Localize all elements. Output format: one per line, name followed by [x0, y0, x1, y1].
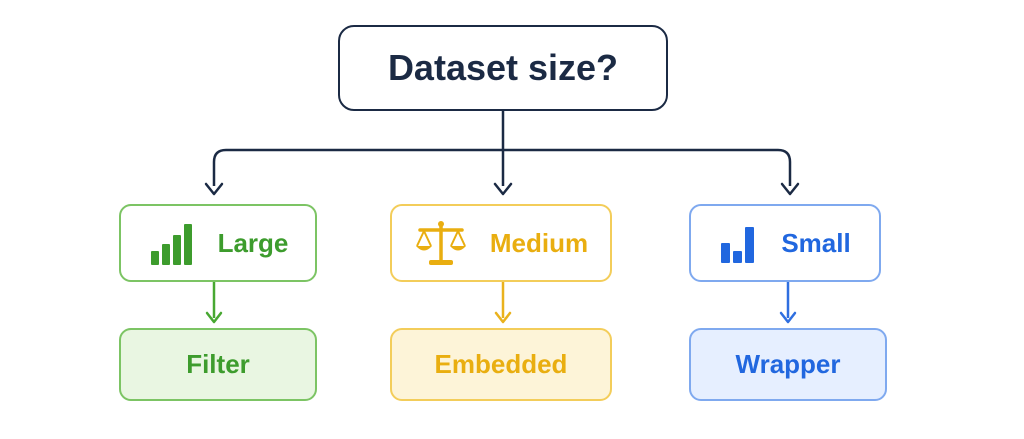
category-small-label: Small	[781, 227, 851, 258]
arrow-to-large	[204, 182, 224, 196]
arrow-to-small	[780, 182, 800, 196]
arrow-large-to-filter-head	[205, 311, 223, 324]
root-question-node: Dataset size?	[338, 25, 668, 111]
category-medium-label: Medium	[489, 227, 589, 258]
bar-chart-icon	[148, 219, 196, 267]
category-small-node: Small	[689, 204, 881, 282]
result-filter-label: Filter	[186, 349, 250, 379]
root-question-label: Dataset size?	[387, 47, 619, 88]
category-large-label: Large	[217, 227, 289, 258]
arrow-small-to-wrapper-head	[779, 311, 797, 324]
balance-scale-icon	[414, 219, 468, 267]
arrow-medium-to-embedded-head	[494, 311, 512, 324]
result-filter-node: Filter	[119, 328, 317, 401]
small-bar-chart-icon	[719, 221, 759, 265]
arrow-to-medium	[493, 182, 513, 196]
result-embedded-node: Embedded	[390, 328, 612, 401]
category-medium-node: Medium	[390, 204, 612, 282]
result-embedded-label: Embedded	[434, 349, 568, 379]
result-wrapper-label: Wrapper	[735, 349, 841, 379]
category-large-node: Large	[119, 204, 317, 282]
result-wrapper-node: Wrapper	[689, 328, 887, 401]
